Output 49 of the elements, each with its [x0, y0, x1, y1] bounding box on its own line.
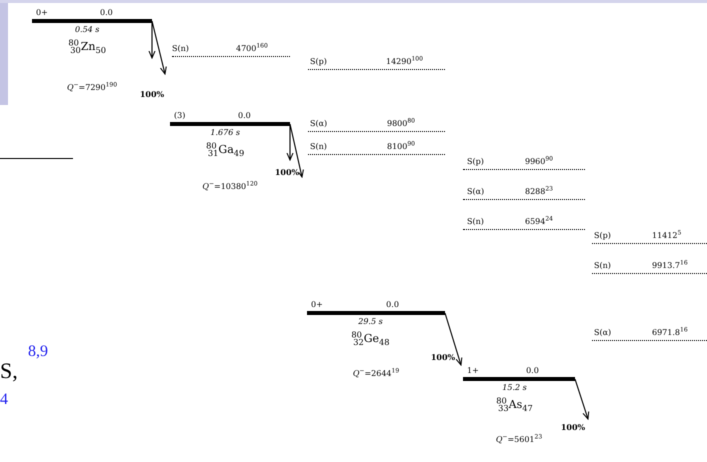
level-energy-label: 0.0 — [100, 8, 113, 17]
spin-parity-label: (3) — [174, 111, 186, 120]
separation-energy-name: S(p) — [467, 157, 484, 166]
decay-arrow — [289, 124, 304, 178]
separation-energy-value: 9800$^{80}$ — [387, 119, 415, 128]
separation-energy-value: 8100$^{90}$ — [387, 142, 415, 151]
separation-energy-value: 4700$^{160}$ — [236, 44, 268, 53]
separation-energy-name: S(n) — [467, 217, 484, 226]
branching-ratio-label: 100% — [430, 352, 456, 362]
decay-arrow — [148, 21, 156, 58]
spin-parity-label: 0+ — [311, 300, 323, 309]
branching-ratio-label: 100% — [560, 422, 586, 432]
branching-ratio-label: 100% — [274, 167, 300, 177]
decay-arrow — [444, 312, 462, 366]
spin-parity-label: 0+ — [36, 8, 48, 17]
separation-energy-name: S(n) — [310, 142, 327, 151]
separation-energy-name: S(p) — [310, 57, 327, 66]
q-value-label: Q$^{−}$=2644$^{19}$ — [352, 369, 400, 378]
separation-energy-value: 9913.7$^{16}$ — [652, 261, 688, 270]
separation-energy-value: 6971.8$^{16}$ — [652, 328, 688, 337]
separation-energy-value: 8288$^{23}$ — [525, 187, 553, 196]
separation-energy-name: S(α) — [467, 187, 484, 196]
half-life-label: 29.5 s — [358, 317, 383, 326]
decay-arrow — [151, 20, 167, 74]
decay-arrow — [286, 124, 294, 160]
separation-energy-value: 6594$^{24}$ — [525, 217, 553, 226]
level-energy-label: 0.0 — [238, 111, 251, 120]
separation-energy-name: S(α) — [594, 328, 612, 337]
spin-parity-label: 1+ — [467, 366, 479, 375]
branching-ratio-label: 100% — [140, 89, 164, 99]
separation-energy-value: 14290$^{100}$ — [386, 57, 423, 66]
q-value-label: Q$^{−}$=5601$^{23}$ — [496, 435, 542, 444]
half-life-label: 1.676 s — [210, 128, 240, 137]
level-energy-label: 0.0 — [526, 366, 539, 375]
separation-energy-name: S(n) — [594, 261, 611, 270]
separation-energy-name: S(α) — [310, 119, 328, 128]
half-life-label: 15.2 s — [502, 383, 527, 392]
decay-arrow — [574, 378, 590, 420]
q-value-label: Q$^{−}$=10380$^{120}$ — [202, 182, 258, 191]
q-value-label: Q$^{−}$=7290$^{190}$ — [66, 83, 118, 92]
separation-energy-name: S(p) — [594, 231, 611, 240]
half-life-label: 0.54 s — [74, 25, 100, 34]
reference-text: S, — [0, 360, 18, 382]
reference-text: 4 — [0, 392, 8, 408]
level-energy-label: 0.0 — [386, 300, 399, 309]
reference-text: 8,9 — [28, 344, 48, 360]
separation-energy-value: 11412$^{5}$ — [652, 231, 682, 240]
separation-energy-name: S(n) — [172, 44, 189, 53]
separation-energy-value: 9960$^{90}$ — [525, 157, 553, 166]
